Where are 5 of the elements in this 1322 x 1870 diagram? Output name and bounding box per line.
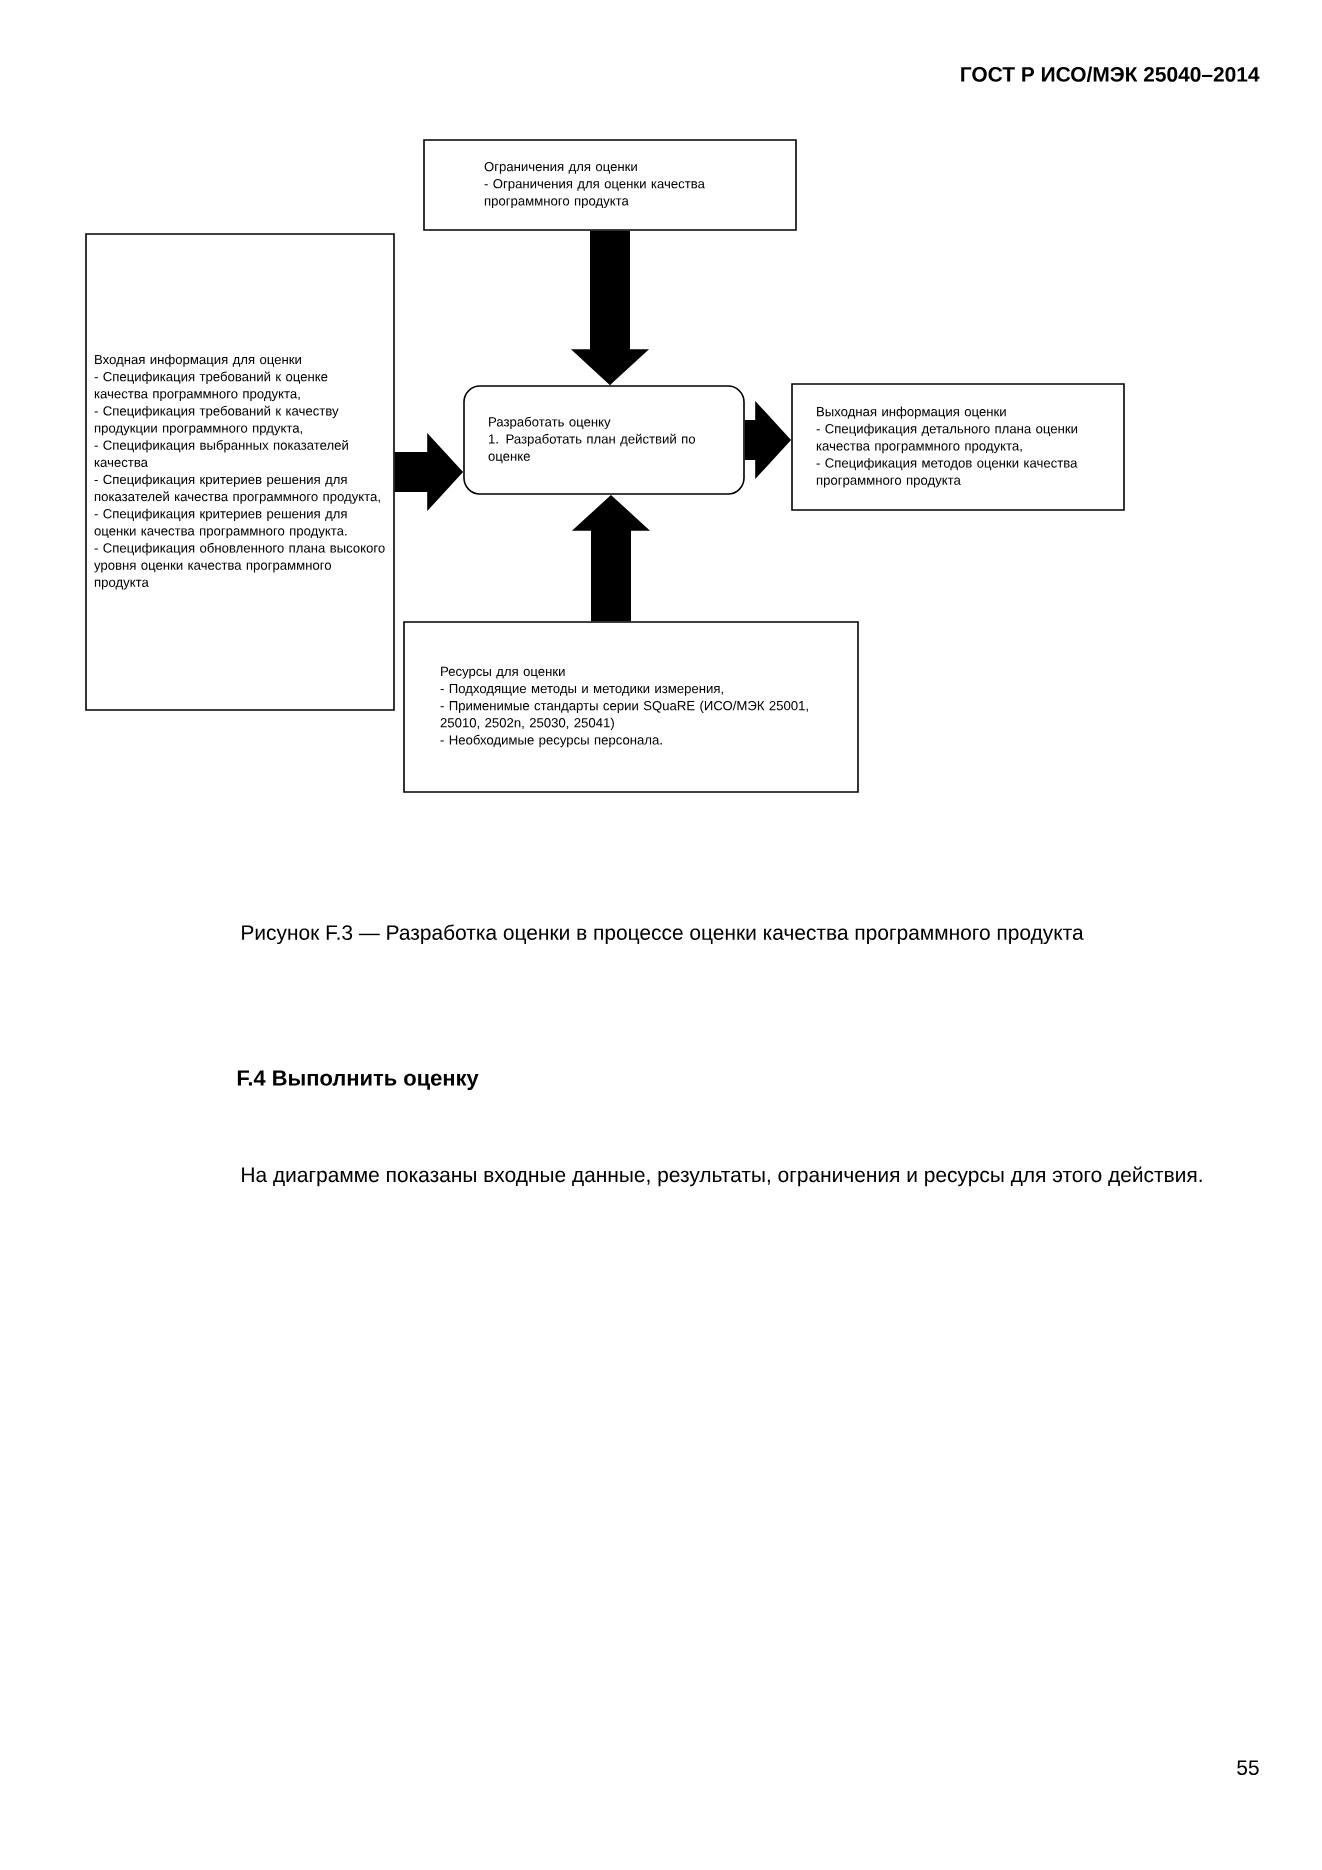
section-heading: F.4 Выполнить оценку bbox=[237, 1070, 479, 1090]
page-header: ГОСТ Р ИСО/МЭК 25040–2014 bbox=[961, 66, 1260, 82]
page-number: 55 bbox=[1237, 1760, 1259, 1775]
figure-caption: Рисунок F.3 — Разработка оценки в процессе оценки качества программного продукта bbox=[242, 924, 1084, 945]
body-paragraph: На диаграмме показаны входные данные, результаты, ограничения и ресурсы для этого действия. bbox=[242, 1166, 1202, 1187]
